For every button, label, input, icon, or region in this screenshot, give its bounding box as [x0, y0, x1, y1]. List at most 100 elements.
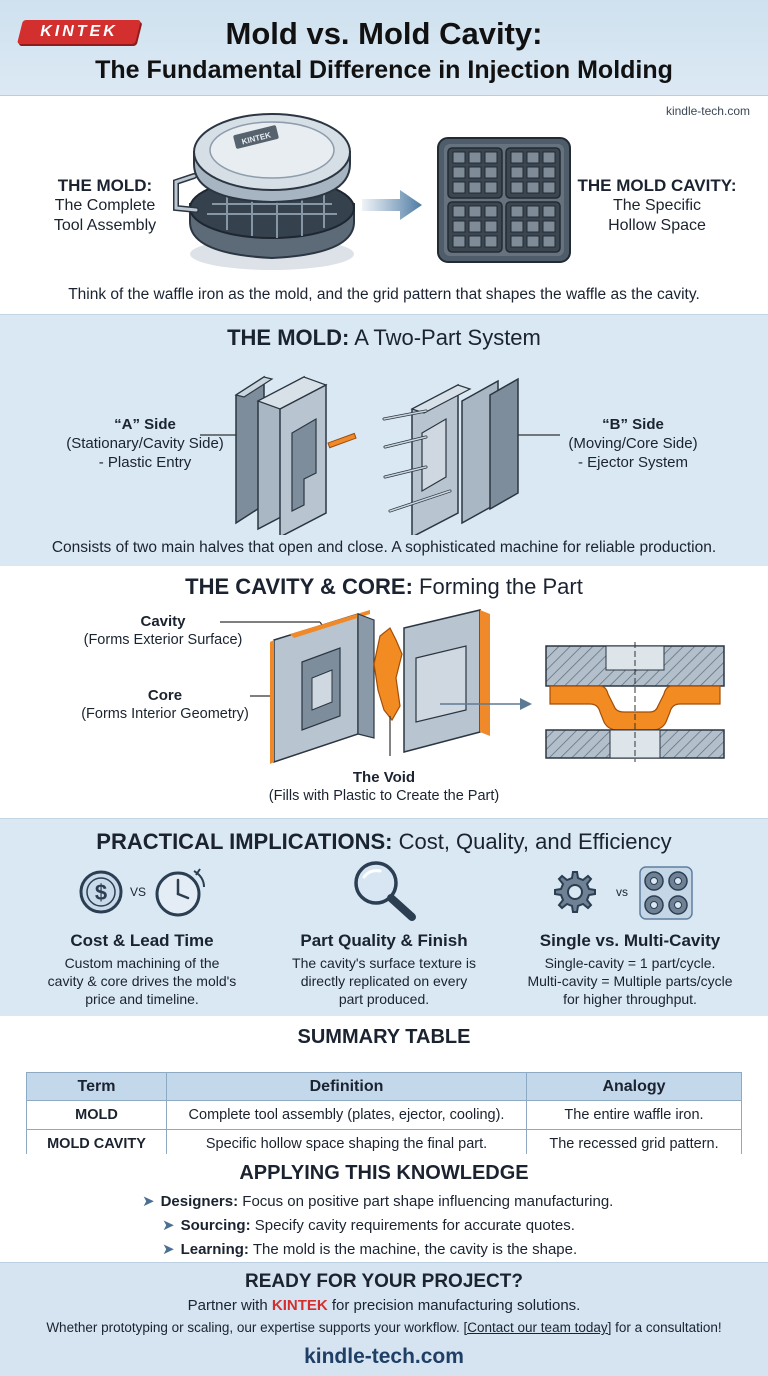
mold-label: THE MOLD: The Complete Tool Assembly — [30, 176, 180, 236]
list-item: ➤ Learning: The mold is the machine, the … — [162, 1240, 577, 1258]
cavity-label-desc-1: The Specific — [612, 197, 702, 214]
void-callout: The Void (Fills with Plastic to Create t… — [240, 768, 528, 806]
row-1-definition: Complete tool assembly (plates, ejector,… — [166, 1100, 527, 1130]
arrow-right-icon — [362, 190, 422, 220]
a-side-desc-1: (Stationary/Cavity Side) — [66, 435, 224, 452]
designers-label: Designers: — [160, 1193, 239, 1210]
cta-line-1: Partner with KINTEK for precision manufa… — [0, 1297, 768, 1314]
cavity-callout-desc: (Forms Exterior Surface) — [83, 632, 243, 648]
b-side-desc-1: (Moving/Core Side) — [568, 435, 698, 452]
multi-cavity-column: Single vs. Multi-Cavity Single-cavity = … — [510, 931, 750, 1008]
cta-line-2-b: for a consultation! — [611, 1320, 722, 1335]
dollar-icon: $ — [79, 870, 123, 914]
cta-section: READY FOR YOUR PROJECT? Partner with KIN… — [0, 1262, 768, 1376]
cavity-grid-illustration — [437, 137, 571, 263]
cavity-callout-title: Cavity — [140, 613, 186, 630]
mold-section: THE MOLD: A Two-Part System “A” Side (St… — [0, 314, 768, 566]
intro-caption: Think of the waffle iron as the mold, an… — [68, 286, 700, 303]
core-callout: Core (Forms Interior Geometry) — [70, 686, 260, 724]
cost-line-2: cavity & core drives the mold's — [47, 973, 237, 989]
sourcing-text: Specify cavity requirements for accurate… — [250, 1217, 575, 1234]
list-item: ➤ Designers: Focus on positive part shape… — [142, 1192, 613, 1210]
quality-line-2: directly replicated on every — [300, 973, 468, 989]
implications-title: PRACTICAL IMPLICATIONS: Cost, Quality, a… — [0, 829, 768, 855]
summary-section: SUMMARY TABLE Term Definition Analogy MO… — [0, 1016, 768, 1159]
page-title: Mold vs. Mold Cavity: — [225, 16, 543, 51]
learning-text: The mold is the machine, the cavity is t… — [248, 1241, 578, 1258]
header: KINTEK Mold vs. Mold Cavity: The Fundame… — [0, 0, 768, 96]
cavity-section-title-rest: Forming the Part — [412, 574, 583, 599]
summary-table: Term Definition Analogy MOLD Complete to… — [26, 1072, 742, 1159]
multi-gear-icon — [639, 866, 693, 920]
header-term: Term — [26, 1072, 167, 1101]
implications-title-rest: Cost, Quality, and Efficiency — [392, 829, 672, 854]
contact-link[interactable]: [Contact our team today] — [463, 1320, 612, 1335]
b-side-label: “B” Side (Moving/Core Side) - Ejector Sy… — [548, 415, 718, 472]
multi-cavity-title: Single vs. Multi-Cavity — [539, 931, 721, 950]
header-analogy: Analogy — [526, 1072, 742, 1101]
mold-label-desc-1: The Complete — [54, 197, 156, 214]
cavity-core-section: THE CAVITY & CORE: Forming the Part Cavi… — [0, 566, 768, 818]
designers-text: Focus on positive part shape influencing… — [238, 1193, 614, 1210]
sourcing-label: Sourcing: — [180, 1217, 251, 1234]
multi-cavity-line-2: Multi-cavity = Multiple parts/cycle — [527, 973, 733, 989]
applying-section: APPLYING THIS KNOWLEDGE ➤ Designers: Focu… — [0, 1154, 768, 1262]
core-callout-desc: (Forms Interior Geometry) — [81, 706, 249, 722]
quality-line-1: The cavity's surface texture is — [292, 955, 476, 971]
void-callout-desc: (Fills with Plastic to Create the Part) — [268, 788, 500, 804]
chevron-right-icon: ➤ — [162, 1241, 175, 1258]
implications-title-bold: PRACTICAL IMPLICATIONS: — [96, 829, 393, 854]
chevron-right-icon: ➤ — [142, 1193, 155, 1210]
a-side-label: “A” Side (Stationary/Cavity Side) - Plas… — [50, 415, 240, 472]
void-callout-title: The Void — [352, 769, 416, 786]
cta-line-1-b: for precision manufacturing solutions. — [327, 1297, 581, 1314]
learning-label: Learning: — [180, 1241, 249, 1258]
a-side-title: “A” Side — [114, 416, 176, 433]
site-url-small[interactable]: kindle-tech.com — [665, 104, 750, 118]
single-gear-icon — [554, 871, 596, 913]
summary-title: SUMMARY TABLE — [297, 1026, 471, 1048]
chevron-right-icon: ➤ — [162, 1217, 175, 1234]
quality-title: Part Quality & Finish — [300, 931, 468, 950]
magnifier-icon — [354, 861, 416, 921]
table-header-row: Term Definition Analogy — [26, 1072, 742, 1101]
row-1-analogy: The entire waffle iron. — [526, 1100, 742, 1130]
multi-cavity-line-1: Single-cavity = 1 part/cycle. — [544, 955, 716, 971]
section-view-illustration — [545, 642, 725, 762]
table-row: MOLD Complete tool assembly (plates, eje… — [26, 1100, 742, 1130]
mold-section-caption: Consists of two main halves that open an… — [51, 539, 717, 556]
cta-brand: KINTEK — [271, 1297, 328, 1314]
vs-label-2: vs — [616, 885, 628, 899]
clock-icon — [155, 868, 205, 917]
svg-text:$: $ — [95, 880, 107, 905]
cavity-section-title-bold: THE CAVITY & CORE: — [185, 574, 413, 599]
site-url-footer[interactable]: kindle-tech.com — [304, 1345, 464, 1368]
quality-column: Part Quality & Finish The cavity's surfa… — [269, 931, 499, 1008]
two-part-mold-illustration — [200, 375, 560, 535]
waffle-iron-illustration: KINTEK — [173, 113, 355, 270]
applying-title: APPLYING THIS KNOWLEDGE — [239, 1162, 529, 1184]
row-1-term: MOLD — [26, 1100, 167, 1130]
cavity-section-title: THE CAVITY & CORE: Forming the Part — [0, 574, 768, 600]
cta-line-1-a: Partner with — [187, 1297, 272, 1314]
list-item: ➤ Sourcing: Specify cavity requirements f… — [162, 1216, 575, 1234]
vs-label-1: VS — [130, 885, 147, 899]
mold-section-title-bold: THE MOLD: — [227, 325, 350, 350]
b-side-title: “B” Side — [602, 416, 664, 433]
multi-cavity-line-3: for higher throughput. — [563, 991, 697, 1007]
cavity-callout: Cavity (Forms Exterior Surface) — [70, 612, 256, 650]
cavity-label-title: THE MOLD CAVITY: — [577, 176, 737, 195]
cavity-label: THE MOLD CAVITY: The Specific Hollow Spa… — [572, 176, 742, 236]
intro-section: kindle-tech.com THE MOLD: The Complete T… — [0, 96, 768, 314]
cta-title: READY FOR YOUR PROJECT? — [244, 1271, 523, 1292]
mold-label-desc-2: Tool Assembly — [53, 217, 157, 234]
cost-title: Cost & Lead Time — [70, 931, 214, 950]
b-side-desc-2: - Ejector System — [577, 454, 689, 471]
header-definition: Definition — [166, 1072, 527, 1101]
cost-line-3: price and timeline. — [85, 991, 199, 1007]
mold-section-title-rest: A Two-Part System — [349, 325, 541, 350]
page-subtitle: The Fundamental Difference in Injection … — [95, 56, 673, 84]
cavity-label-desc-2: Hollow Space — [608, 217, 706, 234]
mold-label-title: THE MOLD: — [57, 176, 153, 195]
cost-column: Cost & Lead Time Custom machining of the… — [27, 931, 257, 1008]
